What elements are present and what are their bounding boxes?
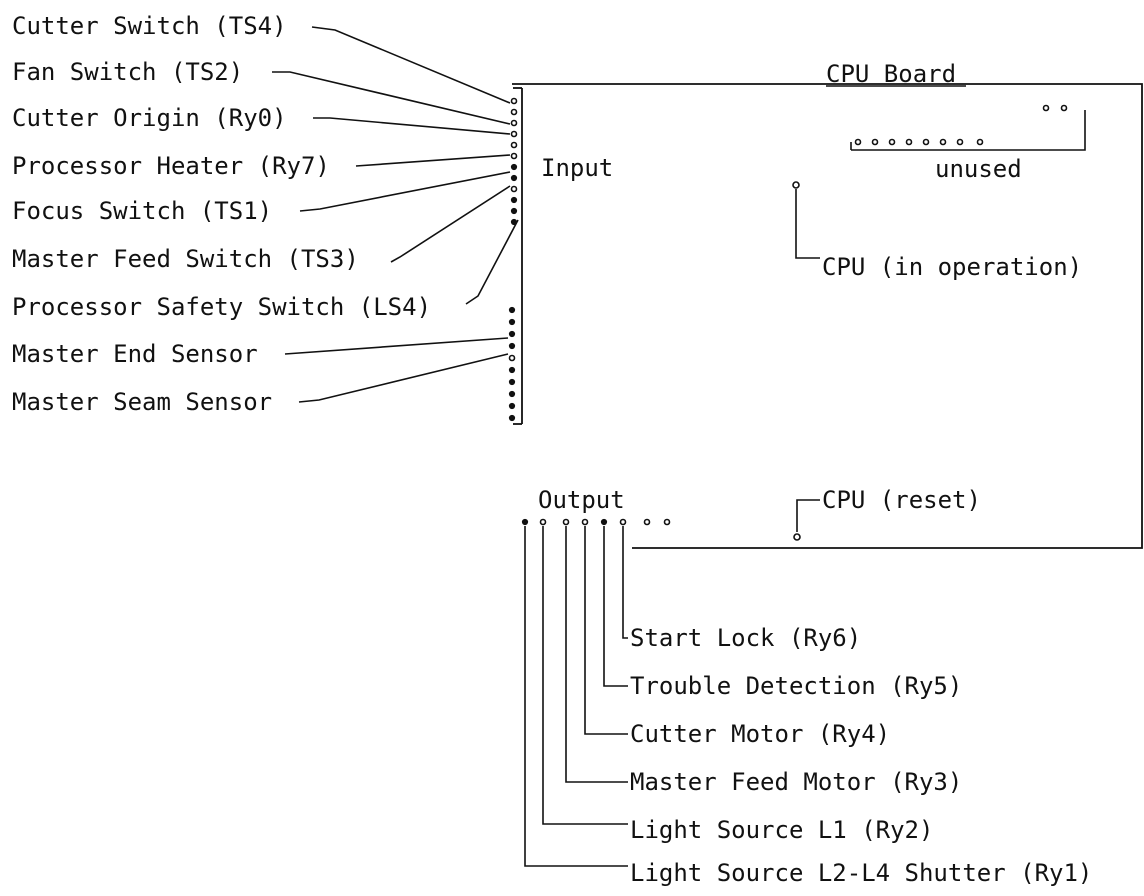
input-leader-lines [272, 26, 519, 403]
output-label-trouble-detection: Trouble Detection (Ry5) [630, 672, 962, 700]
output-pin-group [521, 518, 671, 526]
output-label-master-feed-motor: Master Feed Motor (Ry3) [630, 768, 962, 796]
input-label-master-feed-switch: Master Feed Switch (TS3) [12, 245, 359, 273]
input-label-cutter-origin: Cutter Origin (Ry0) [12, 104, 287, 132]
output-label: Output [538, 486, 625, 514]
input-label: Input [541, 154, 613, 182]
output-label-start-lock: Start Lock (Ry6) [630, 624, 861, 652]
output-label-light-source-l2-l4-shutter: Light Source L2-L4 Shutter (Ry1) [630, 859, 1092, 887]
input-label-master-seam-sensor: Master Seam Sensor [12, 388, 272, 416]
input-label-fan-switch: Fan Switch (TS2) [12, 58, 243, 86]
input-pin-group [508, 97, 518, 422]
cpu-board-title: CPU Board [826, 60, 956, 88]
input-label-processor-heater: Processor Heater (Ry7) [12, 152, 330, 180]
output-leader-lines [524, 526, 628, 867]
input-label-cutter-switch: Cutter Switch (TS4) [12, 12, 287, 40]
cpu-operation-label: CPU (in operation) [822, 253, 1082, 281]
unused-label: unused [935, 155, 1022, 183]
input-label-processor-safety-switch: Processor Safety Switch (LS4) [12, 293, 431, 321]
input-label-focus-switch: Focus Switch (TS1) [12, 197, 272, 225]
cpu-board-outline [512, 83, 1143, 549]
cpu-reset-label: CPU (reset) [822, 486, 981, 514]
output-label-light-source-l1: Light Source L1 (Ry2) [630, 816, 933, 844]
cpu-reset-lead [793, 499, 820, 541]
cpu-operation-lead [792, 181, 820, 259]
input-label-master-end-sensor: Master End Sensor [12, 340, 258, 368]
unused-connector [850, 104, 1086, 151]
output-label-cutter-motor: Cutter Motor (Ry4) [630, 720, 890, 748]
